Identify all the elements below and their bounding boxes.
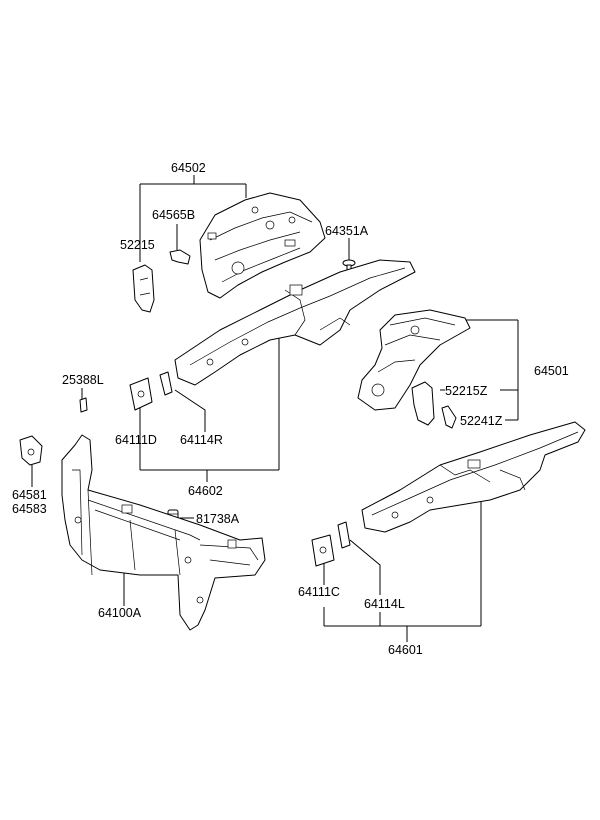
label-64502: 64502 bbox=[171, 161, 206, 175]
label-64111D: 64111D bbox=[115, 433, 157, 447]
plate-64111C bbox=[311, 534, 335, 567]
label-52215: 52215 bbox=[120, 238, 155, 252]
label-64100A: 64100A bbox=[98, 606, 142, 620]
bracket-64114R bbox=[159, 371, 173, 396]
side-member-64602 bbox=[174, 259, 416, 386]
label-64114L: 64114L bbox=[364, 597, 405, 611]
label-81738A: 81738A bbox=[196, 512, 240, 526]
floor-panel-64501 bbox=[357, 309, 471, 411]
bracket-25388L bbox=[79, 397, 88, 413]
label-52241Z: 52241Z bbox=[460, 414, 503, 428]
bracket-64114L bbox=[337, 521, 351, 549]
label-64111C: 64111C bbox=[298, 585, 340, 599]
label-52215Z: 52215Z bbox=[445, 384, 488, 398]
bracket-64581 bbox=[19, 435, 43, 466]
front-carrier-64100A bbox=[61, 434, 266, 631]
label-64501: 64501 bbox=[534, 364, 569, 378]
clip-52241Z bbox=[441, 405, 457, 429]
cowl-panel-64502 bbox=[199, 192, 326, 299]
label-64114R: 64114R bbox=[180, 433, 223, 447]
side-member-64601 bbox=[361, 421, 586, 533]
label-64602: 64602 bbox=[188, 484, 223, 498]
label-64581: 64581 bbox=[12, 488, 47, 502]
label-64583: 64583 bbox=[12, 502, 47, 516]
bracket-52215Z bbox=[411, 381, 435, 426]
label-64351A: 64351A bbox=[325, 224, 369, 238]
label-25388L: 25388L bbox=[62, 373, 104, 387]
bracket-52215 bbox=[132, 264, 155, 313]
plate-64111D bbox=[129, 377, 153, 411]
leader-lines bbox=[31, 175, 519, 642]
label-64601: 64601 bbox=[388, 643, 423, 657]
bracket-64565B bbox=[169, 249, 191, 265]
label-64565B: 64565B bbox=[152, 208, 195, 222]
